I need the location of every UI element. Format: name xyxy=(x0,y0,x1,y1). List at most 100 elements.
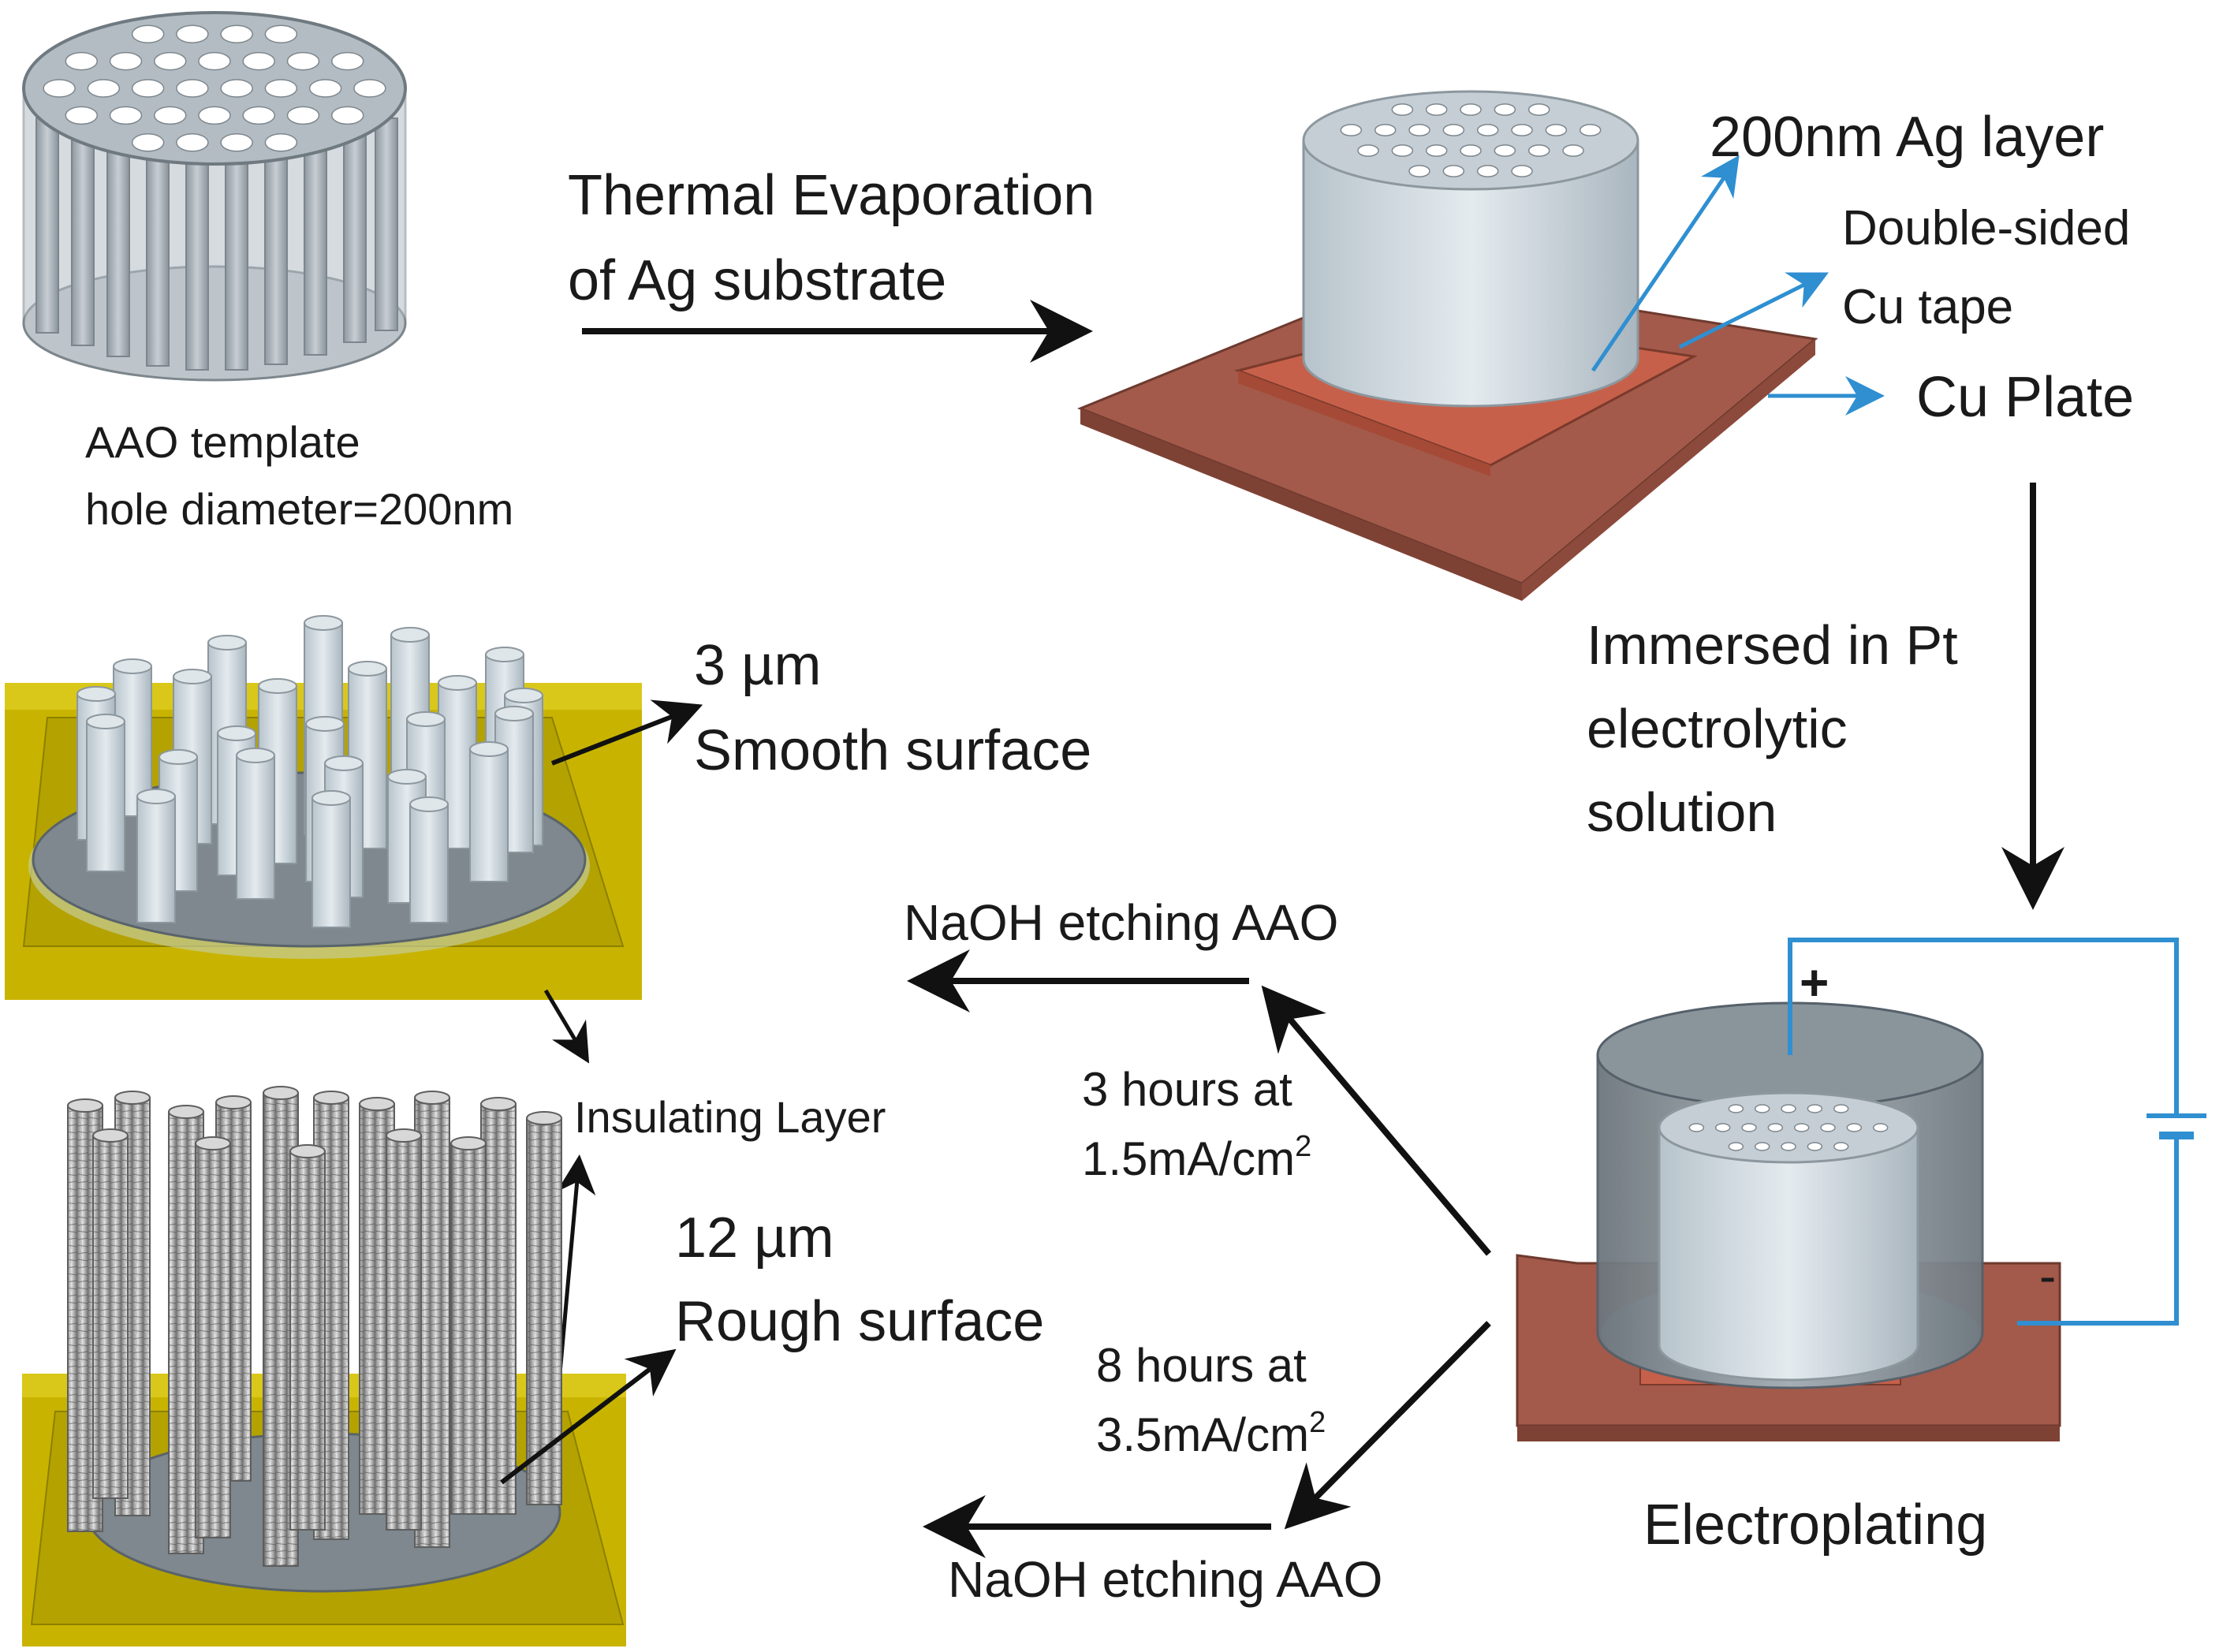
ag-template-pore xyxy=(1476,165,1499,177)
thermal-evaporation-label-2: of Ag substrate xyxy=(568,249,946,312)
ag-template-pore xyxy=(1374,124,1397,136)
rough-nanowire xyxy=(480,1103,517,1515)
smooth-nanowire-tip xyxy=(76,686,116,702)
smooth-nanowire-tip xyxy=(305,716,345,732)
aao-pore xyxy=(331,106,364,125)
aao-pore xyxy=(154,106,187,125)
smooth-nanowire xyxy=(236,755,275,900)
smooth-nanowire-tip xyxy=(485,647,524,662)
rough-nanowire-tip xyxy=(313,1091,349,1105)
aao-pore xyxy=(264,79,298,98)
smooth-nanowire-tip xyxy=(390,627,430,643)
aao-pore xyxy=(308,79,342,98)
cell-template-pore xyxy=(1767,1123,1784,1132)
insulating-pointer-bottom xyxy=(556,1154,596,1374)
thermal-evaporation-label-1: Thermal Evaporation xyxy=(568,164,1095,227)
ag-template-pore xyxy=(1545,124,1568,136)
aao-pore xyxy=(131,24,165,43)
rough-nanowire-tip xyxy=(450,1136,487,1150)
condition-2-label-1: 8 hours at xyxy=(1096,1339,1307,1392)
cell-template-pore xyxy=(1781,1142,1796,1151)
aao-pore xyxy=(65,51,98,71)
cell-template-pore xyxy=(1833,1104,1849,1113)
rough-size-pointer xyxy=(500,1348,677,1485)
aao-pore xyxy=(109,51,143,71)
aao-pore xyxy=(220,133,253,152)
aao-pore xyxy=(220,79,253,98)
condition-2-label-2: 3.5mA/cm2 xyxy=(1096,1406,1326,1461)
aao-channel xyxy=(35,117,59,334)
rough-nanowire-array-illustration xyxy=(22,1086,626,1646)
aao-pore xyxy=(242,51,275,71)
smooth-surface-label: Smooth surface xyxy=(694,719,1091,782)
rough-nanowire-tip xyxy=(414,1091,450,1105)
ag-layer-pointer xyxy=(1591,155,1740,372)
smooth-nanowire-tip xyxy=(159,749,198,765)
condition-1-label-2: 1.5mA/cm2 xyxy=(1082,1130,1311,1185)
immersed-label-1: Immersed in Pt xyxy=(1587,614,1958,676)
cell-template-pore xyxy=(1741,1123,1757,1132)
aao-channel xyxy=(343,133,367,343)
aao-pore xyxy=(286,51,320,71)
smooth-nanowire-tip xyxy=(438,675,477,691)
cu-tape-label-1: Double-sided xyxy=(1842,201,2130,255)
immersed-label-3: solution xyxy=(1587,781,1777,843)
cu-plate-label: Cu Plate xyxy=(1916,366,2134,429)
ag-layer-label: 200nm Ag layer xyxy=(1710,106,2104,169)
ag-template-pore xyxy=(1442,124,1465,136)
rough-nanowire xyxy=(289,1150,326,1531)
rough-nanowire-tip xyxy=(67,1098,103,1113)
rough-surface-label: Rough surface xyxy=(675,1290,1044,1353)
aao-template-label: AAO template xyxy=(85,417,360,467)
ag-template-pore xyxy=(1408,124,1430,136)
aao-pore xyxy=(131,133,165,152)
electroplating-cell-illustration xyxy=(1516,1001,2061,1441)
rough-nanowire-tip xyxy=(92,1128,129,1143)
smooth-nanowire-tip xyxy=(304,615,343,631)
smooth-nanowire-tip xyxy=(311,790,351,806)
insulating-pointer-top xyxy=(543,989,590,1064)
smooth-nanowire-tip xyxy=(207,635,247,651)
smooth-nanowire-tip xyxy=(217,725,256,741)
rough-nanowire-tip xyxy=(386,1128,422,1143)
ag-template-pore xyxy=(1425,144,1448,157)
rough-nanowire-tip xyxy=(359,1097,395,1111)
rough-nanowire xyxy=(386,1135,422,1531)
smooth-nanowire-tip xyxy=(469,741,509,757)
ag-template-pore xyxy=(1442,165,1465,177)
aao-pore xyxy=(43,79,76,98)
ag-template-pore xyxy=(1579,124,1602,136)
ag-template-pore xyxy=(1476,124,1499,136)
cell-template-pore xyxy=(1688,1123,1705,1132)
rough-nanowire-tip xyxy=(480,1097,517,1111)
aao-pore xyxy=(264,24,298,43)
aao-pore xyxy=(176,79,209,98)
aao-on-cu-plate-illustration xyxy=(1076,90,1818,601)
cell-template-pore xyxy=(1781,1104,1796,1113)
rough-nanowire xyxy=(450,1143,487,1515)
cu-tape-label-2: Cu tape xyxy=(1842,280,2013,334)
aao-pore xyxy=(331,51,364,71)
hole-diameter-label: hole diameter=200nm xyxy=(85,484,513,534)
smooth-nanowire-tip xyxy=(406,711,446,727)
aao-channel xyxy=(304,125,327,356)
aao-pore xyxy=(131,79,165,98)
smooth-nanowire-tip xyxy=(86,714,125,729)
smooth-nanowire xyxy=(86,721,125,872)
rough-nanowire-tip xyxy=(289,1144,326,1158)
aao-pore xyxy=(353,79,386,98)
aao-channel xyxy=(375,117,398,331)
smooth-process-arrow xyxy=(1261,985,1492,1256)
aao-pore xyxy=(242,106,275,125)
insulating-layer-label: Insulating Layer xyxy=(574,1092,886,1142)
negative-terminal-label: - xyxy=(2039,1247,2056,1304)
smooth-nanowire-tip xyxy=(387,769,427,785)
cell-template-pore xyxy=(1846,1123,1863,1132)
aao-channel xyxy=(225,133,248,371)
cu-tape-pointer xyxy=(1678,272,1829,349)
rough-nanowire-tip xyxy=(263,1086,299,1100)
smooth-size-label: 3 µm xyxy=(694,634,822,697)
cell-template-pore xyxy=(1754,1104,1770,1113)
